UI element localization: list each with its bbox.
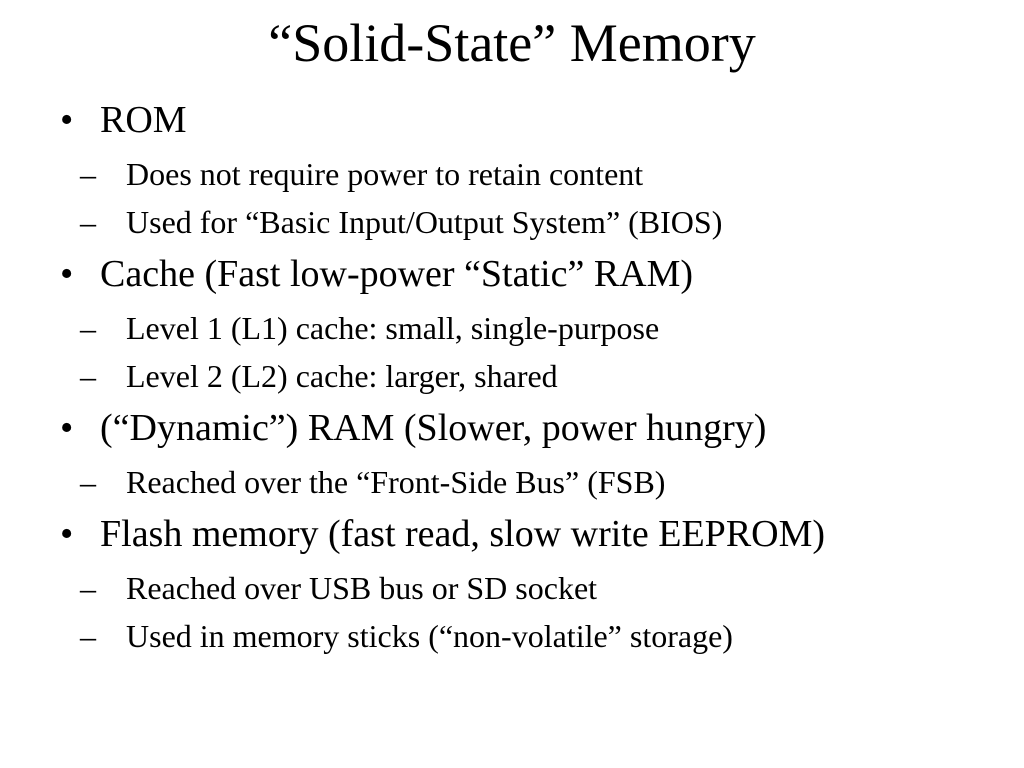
- dash-marker: –: [80, 358, 96, 394]
- sub-item: – Reached over USB bus or SD socket: [80, 568, 1000, 608]
- slide-title: “Solid-State” Memory: [268, 13, 756, 73]
- bullet-item-flash: • Flash memory (fast read, slow write EE…: [60, 510, 1000, 656]
- sub-item-text: Used in memory sticks (“non-volatile” st…: [126, 618, 733, 654]
- dash-marker: –: [80, 618, 96, 654]
- sub-item: – Used for “Basic Input/Output System” (…: [80, 202, 1000, 242]
- sub-list: – Does not require power to retain conte…: [80, 154, 1000, 242]
- bullet-text: ROM: [100, 99, 187, 141]
- bullet-item-cache: • Cache (Fast low-power “Static” RAM) – …: [60, 250, 1000, 396]
- sub-item-text: Reached over USB bus or SD socket: [126, 570, 598, 606]
- sub-item-text: Used for “Basic Input/Output System” (BI…: [126, 204, 723, 240]
- sub-item-text: Does not require power to retain content: [126, 156, 644, 192]
- sub-item: – Does not require power to retain conte…: [80, 154, 1000, 194]
- bullet-item-dram: • (“Dynamic”) RAM (Slower, power hungry)…: [60, 404, 1000, 502]
- dash-marker: –: [80, 156, 96, 192]
- sub-list: – Level 1 (L1) cache: small, single-purp…: [80, 308, 1000, 396]
- dash-marker: –: [80, 310, 96, 346]
- dash-marker: –: [80, 464, 96, 500]
- sub-item-text: Reached over the “Front-Side Bus” (FSB): [126, 464, 666, 500]
- sub-list: – Reached over the “Front-Side Bus” (FSB…: [80, 462, 1000, 502]
- sub-item: – Level 1 (L1) cache: small, single-purp…: [80, 308, 1000, 348]
- bullet-text: Cache (Fast low-power “Static” RAM): [100, 253, 694, 295]
- sub-item: – Used in memory sticks (“non-volatile” …: [80, 616, 1000, 656]
- bullet-marker: •: [60, 253, 74, 295]
- sub-list: – Reached over USB bus or SD socket – Us…: [80, 568, 1000, 656]
- sub-item: – Reached over the “Front-Side Bus” (FSB…: [80, 462, 1000, 502]
- bullet-marker: •: [60, 407, 74, 449]
- sub-item-text: Level 2 (L2) cache: larger, shared: [126, 358, 558, 394]
- bullet-text: Flash memory (fast read, slow write EEPR…: [100, 513, 826, 555]
- bullet-item-rom: • ROM – Does not require power to retain…: [60, 96, 1000, 242]
- dash-marker: –: [80, 570, 96, 606]
- bullet-text: (“Dynamic”) RAM (Slower, power hungry): [100, 407, 767, 449]
- sub-item-text: Level 1 (L1) cache: small, single-purpos…: [126, 310, 660, 346]
- bullet-marker: •: [60, 99, 74, 141]
- dash-marker: –: [80, 204, 96, 240]
- sub-item: – Level 2 (L2) cache: larger, shared: [80, 356, 1000, 396]
- bullet-list: • ROM – Does not require power to retain…: [60, 96, 1000, 656]
- bullet-marker: •: [60, 513, 74, 555]
